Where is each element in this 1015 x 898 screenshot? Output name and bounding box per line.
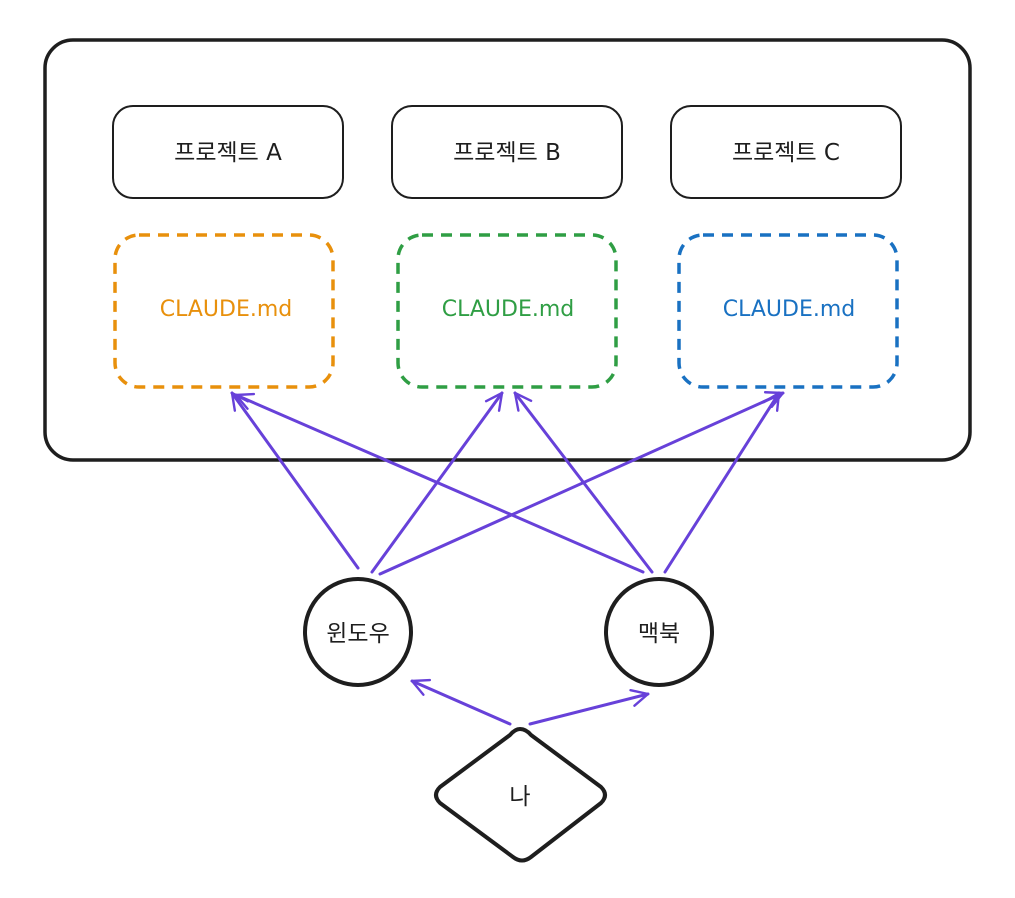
claude-md-box-a[interactable]: CLAUDE.md — [113, 233, 335, 389]
project-label-a: 프로젝트 A — [174, 140, 282, 166]
windows-label: 윈도우 — [326, 621, 389, 647]
arrow-me-to-macbook — [528, 688, 650, 726]
claude-md-label-a: CLAUDE.md — [160, 297, 293, 322]
project-box-b[interactable]: 프로젝트 B — [391, 105, 623, 199]
project-label-b: 프로젝트 B — [453, 140, 561, 166]
projects-container — [43, 38, 972, 462]
project-box-a[interactable]: 프로젝트 A — [112, 105, 344, 199]
claude-md-label-b: CLAUDE.md — [442, 297, 575, 322]
sync-arrows — [230, 391, 785, 726]
arrow-macbook-to-b — [513, 391, 654, 574]
arrow-macbook-to-c — [663, 391, 781, 574]
arrow-me-to-windows — [410, 678, 512, 726]
claude-md-box-b[interactable]: CLAUDE.md — [396, 233, 618, 389]
claude-md-label-c: CLAUDE.md — [723, 297, 856, 322]
arrow-windows-to-a — [230, 391, 360, 570]
macbook-label: 맥북 — [638, 621, 680, 647]
project-box-c[interactable]: 프로젝트 C — [670, 105, 902, 199]
arrow-windows-to-c — [378, 391, 785, 576]
me-label: 나 — [509, 784, 530, 810]
windows-node[interactable]: 윈도우 — [303, 577, 413, 687]
me-node[interactable]: 나 — [434, 727, 607, 863]
claude-md-box-c[interactable]: CLAUDE.md — [677, 233, 899, 389]
project-label-c: 프로젝트 C — [732, 140, 840, 166]
arrow-macbook-to-a — [234, 392, 645, 574]
macbook-node[interactable]: 맥북 — [604, 577, 714, 687]
